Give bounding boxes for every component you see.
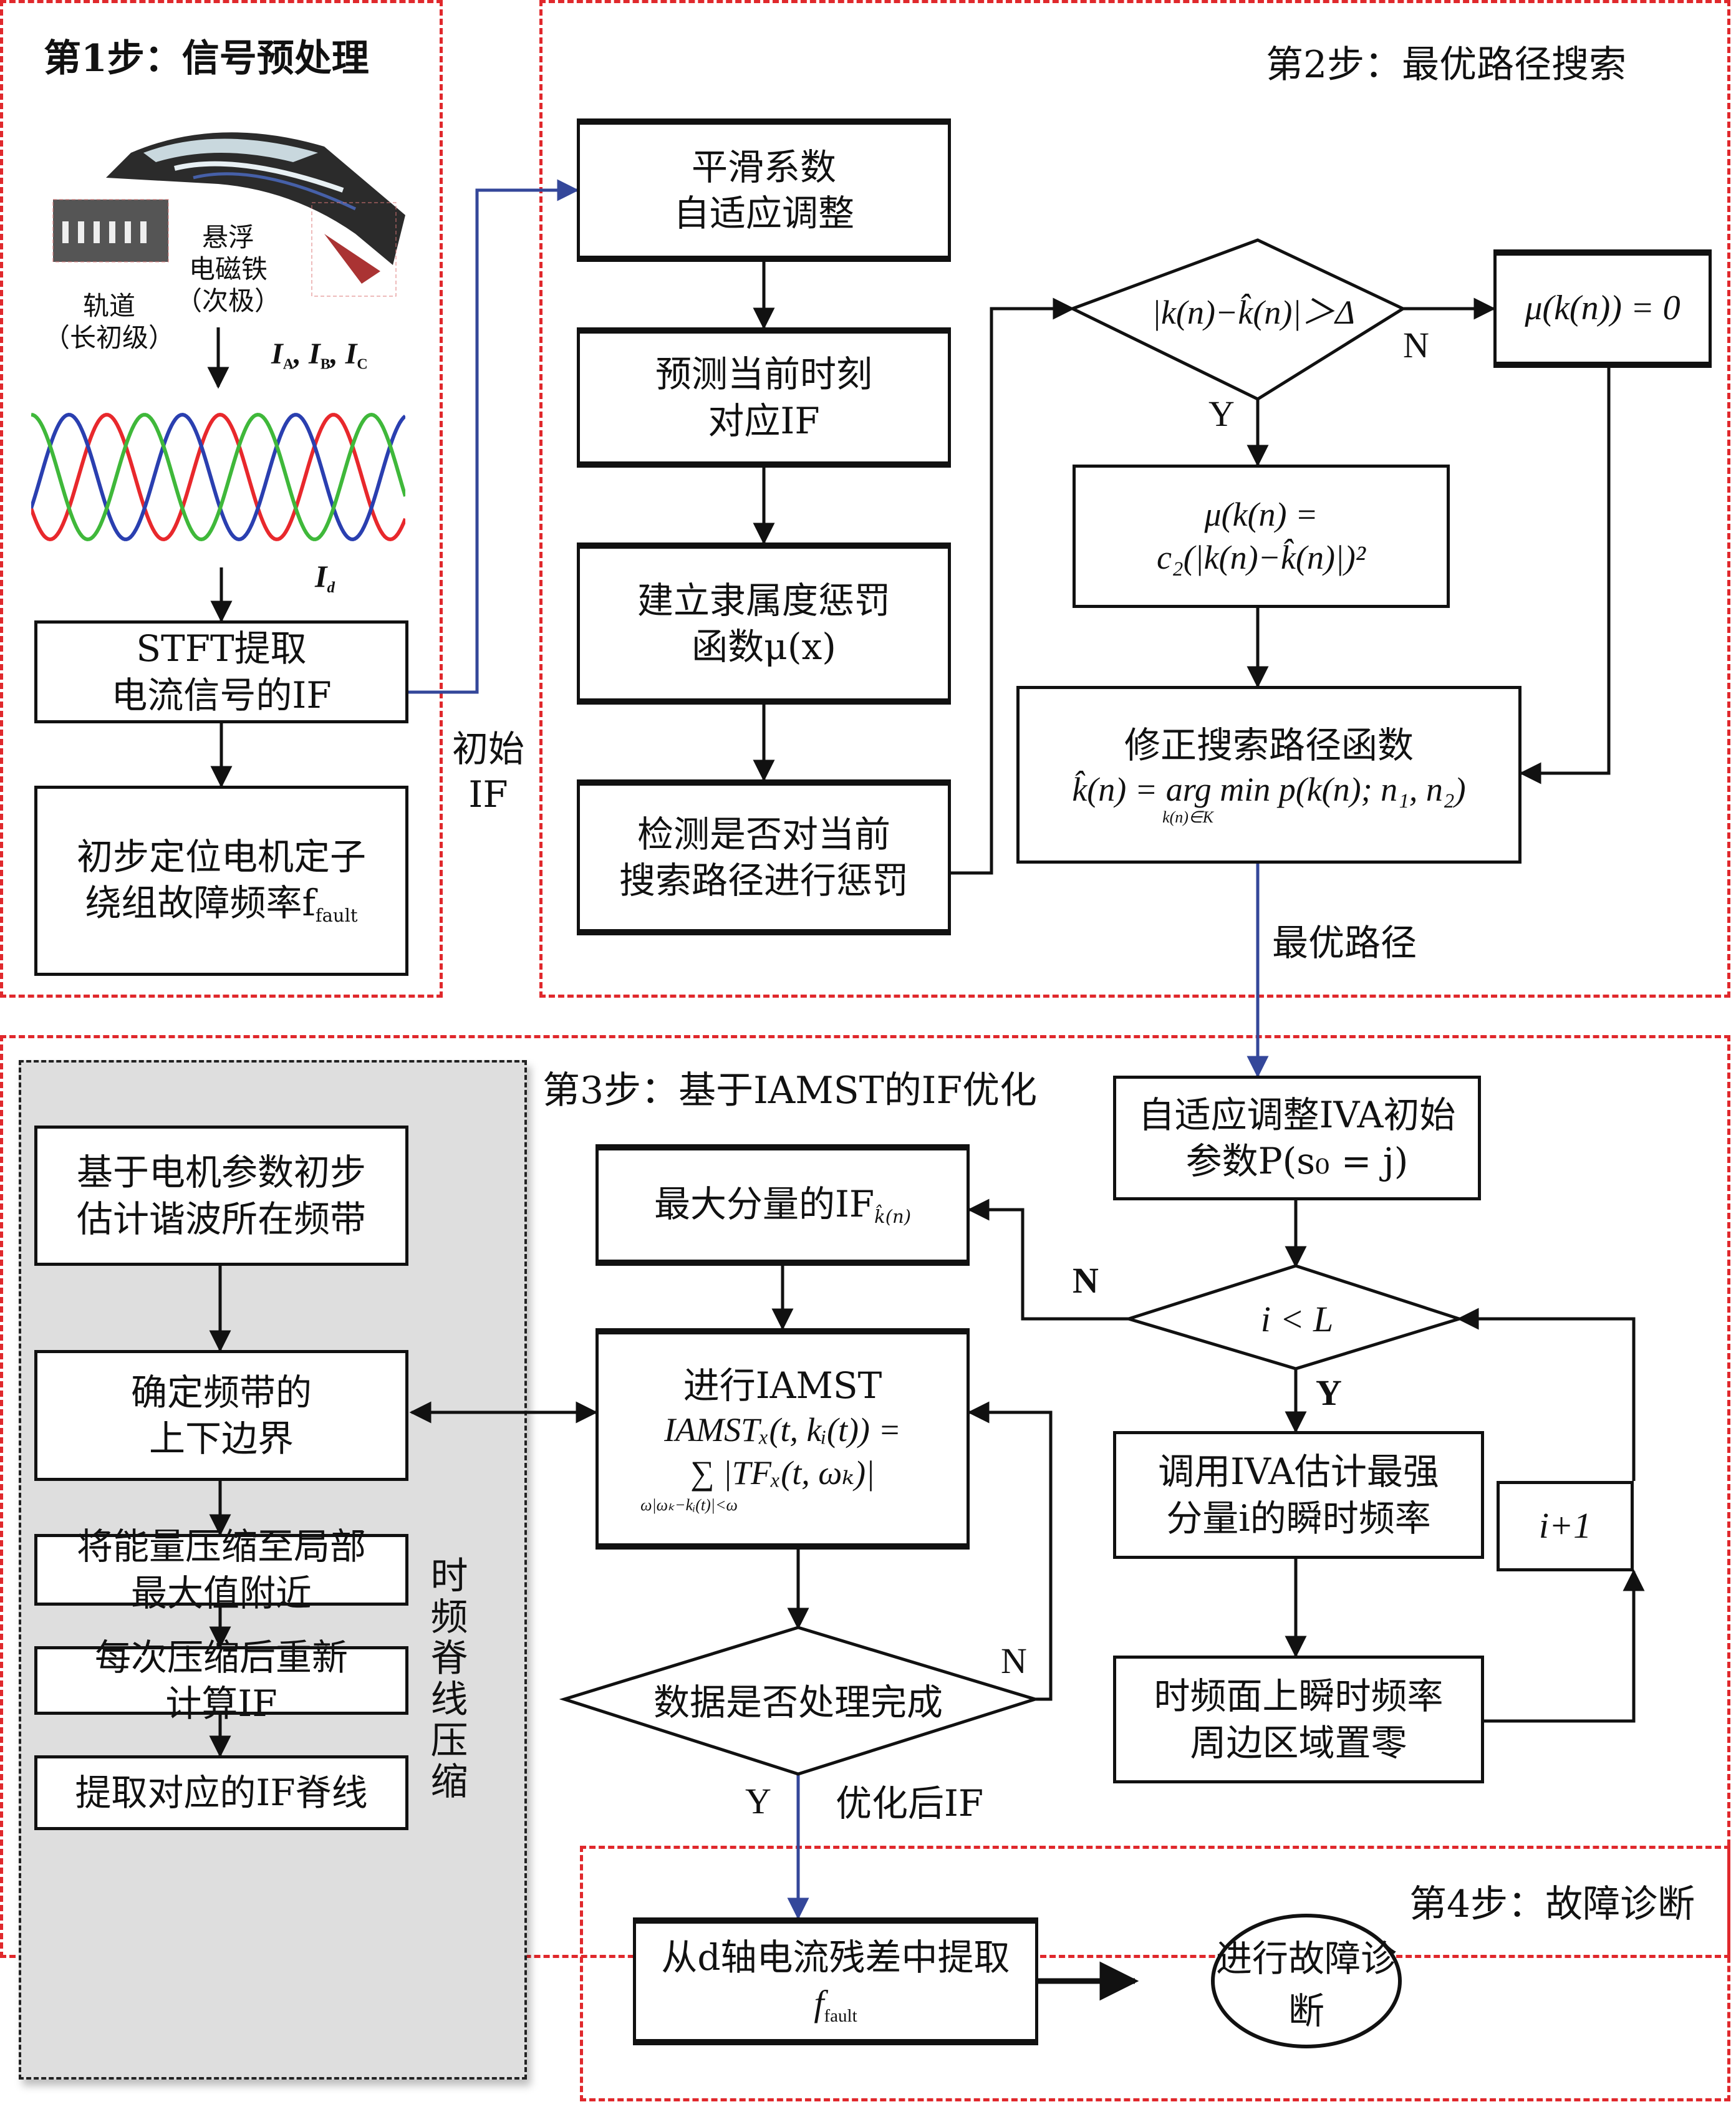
penalty-function-box: μ(k(n) = c₂(|k(n)−k̂(n)|)² bbox=[1073, 465, 1450, 608]
phase-currents-label: IA, IB, IC bbox=[271, 337, 368, 373]
maglev-train-image bbox=[52, 132, 405, 297]
iva-call-box: 调用IVA估计最强 分量i的瞬时频率 bbox=[1113, 1431, 1484, 1559]
max-component-box: 最大分量的IFk̂(n) bbox=[596, 1144, 970, 1266]
mu-zero-box: μ(k(n)) = 0 bbox=[1493, 249, 1712, 368]
initial-if-label: 初始 IF bbox=[452, 728, 525, 816]
ridge-compression-label: 时频脊线压缩 bbox=[424, 1556, 468, 1803]
stft-box: STFT提取 电流信号的IF bbox=[34, 620, 408, 723]
membership-penalty-box: 建立隶属度惩罚 函数μ(x) bbox=[577, 542, 951, 705]
decision-done-text: 数据是否处理完成 bbox=[653, 1681, 943, 1724]
decision-loop-yes-label: Y bbox=[1316, 1372, 1342, 1413]
decision-done-no-label: N bbox=[1001, 1641, 1027, 1681]
step2-title: 第2步：最优路径搜索 bbox=[1266, 43, 1627, 87]
ridge-box-1: 基于电机参数初步 估计谐波所在频带 bbox=[34, 1126, 408, 1266]
detect-penalty-box: 检测是否对当前 搜索路径进行惩罚 bbox=[577, 779, 951, 935]
magnet-label: 悬浮 电磁铁 （次极） bbox=[176, 222, 281, 317]
predict-if-box: 预测当前时刻 对应IF bbox=[577, 327, 951, 468]
step4-title: 第4步：故障诊断 bbox=[1409, 1883, 1695, 1926]
decision-done-yes-label: Y bbox=[745, 1781, 771, 1821]
ridge-box-2: 确定频带的 上下边界 bbox=[34, 1350, 408, 1481]
decision-loop-text: i < L bbox=[1260, 1298, 1334, 1339]
decision-path-yes-label: Y bbox=[1208, 393, 1235, 434]
ridge-box-5: 提取对应的IF脊线 bbox=[34, 1755, 408, 1830]
waveform-phase-C bbox=[31, 412, 405, 542]
step3-title: 第3步：基于IAMST的IF优化 bbox=[542, 1069, 1038, 1112]
decision-loop-no-label: N bbox=[1073, 1260, 1099, 1301]
iamst-box: 进行IAMST IAMSTₓ(t, kᵢ(t)) = ∑ |TFₓ(t, ωₖ)… bbox=[596, 1328, 970, 1550]
track-label: 轨道 （长初级） bbox=[44, 291, 175, 354]
decision-path-no-label: N bbox=[1403, 325, 1429, 365]
zeroing-box: 时频面上瞬时频率 周边区域置零 bbox=[1113, 1656, 1484, 1783]
increment-box: i+1 bbox=[1497, 1481, 1634, 1571]
locate-fault-box: 初步定位电机定子 绕组故障频率ffault bbox=[34, 786, 408, 976]
waveform-phase-A bbox=[31, 412, 405, 542]
smooth-coef-box: 平滑系数 自适应调整 bbox=[577, 118, 951, 262]
ridge-box-4: 每次压缩后重新 计算IF bbox=[34, 1636, 408, 1725]
step1-title: 第1步：信号预处理 bbox=[44, 37, 369, 80]
extract-fault-box: 从d轴电流残差中提取 ffault bbox=[633, 1917, 1038, 2045]
ridge-box-3: 将能量压缩至局部 最大值附近 bbox=[34, 1525, 408, 1614]
iva-init-box: 自适应调整IVA初始 参数P(s₀ = j) bbox=[1113, 1076, 1481, 1200]
waveform-phase-B bbox=[31, 412, 405, 542]
step4-region bbox=[580, 1846, 1730, 2101]
correct-path-box: 修正搜索路径函数 k̂(n) = arg min p(k(n); n₁, n₂)… bbox=[1016, 686, 1521, 864]
optimized-if-label: 优化后IF bbox=[836, 1782, 984, 1825]
diagnose-text: 进行故障诊断 bbox=[1215, 1937, 1397, 2032]
optimal-path-label: 最优路径 bbox=[1272, 922, 1417, 964]
three-phase-waveform bbox=[31, 412, 405, 542]
d-axis-current-label: Id bbox=[315, 559, 335, 596]
decision-path-text: |k(n)−k̂(n)|＞Δ bbox=[1152, 293, 1355, 331]
